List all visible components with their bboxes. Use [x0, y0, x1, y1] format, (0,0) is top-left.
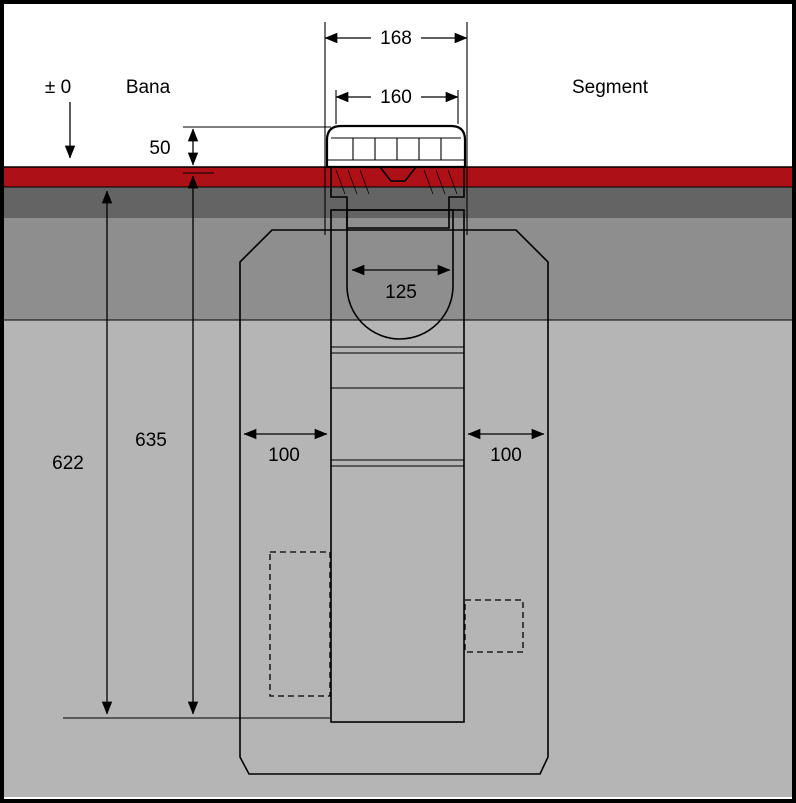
- grate-outline: [325, 124, 467, 169]
- base-dark-layer: [4, 187, 792, 218]
- dimension-label-mask: [371, 85, 421, 109]
- grate: [325, 124, 467, 169]
- channel-body: [330, 209, 465, 723]
- dimension-100-left: 100: [243, 428, 328, 466]
- dimension-160: 160: [335, 85, 459, 109]
- datum-marker: ± 0: [45, 77, 76, 159]
- dimension-635: 635: [135, 175, 199, 715]
- frame-insert-body: [330, 166, 465, 229]
- ground-layers: [4, 166, 792, 797]
- channel-bore: [346, 209, 454, 340]
- dimension-label-635: 635: [135, 430, 167, 451]
- frame-insert: [330, 166, 465, 229]
- insert-hatching: [335, 169, 458, 195]
- dimension-622: 622: [52, 190, 113, 715]
- dimension-label-mask: [371, 26, 421, 50]
- hidden-detail-left: [269, 551, 331, 697]
- dimension-label-100-left: 100: [268, 445, 300, 466]
- segment-label: Segment: [572, 77, 649, 98]
- subsoil-layer: [4, 320, 792, 797]
- dimension-125: 125: [351, 264, 451, 303]
- concrete-surround: [239, 229, 549, 775]
- dimension-label-622: 622: [52, 453, 84, 474]
- dimension-label-100-right: 100: [490, 445, 522, 466]
- dimension-label-168: 168: [380, 28, 412, 49]
- dimension-label-125: 125: [385, 282, 417, 303]
- dimension-label-50: 50: [149, 138, 170, 159]
- dimension-50: 50: [149, 128, 199, 166]
- datum-label: ± 0: [45, 77, 71, 98]
- dimension-label-160: 160: [380, 87, 412, 108]
- asphalt-layer: [4, 167, 792, 187]
- hidden-detail-right: [464, 599, 524, 653]
- bana-label: Bana: [126, 77, 171, 98]
- dimension-168: 168: [324, 26, 468, 50]
- extension-lines: [63, 22, 468, 719]
- dimension-100-right: 100: [467, 428, 545, 466]
- base-mid-layer: [4, 218, 792, 320]
